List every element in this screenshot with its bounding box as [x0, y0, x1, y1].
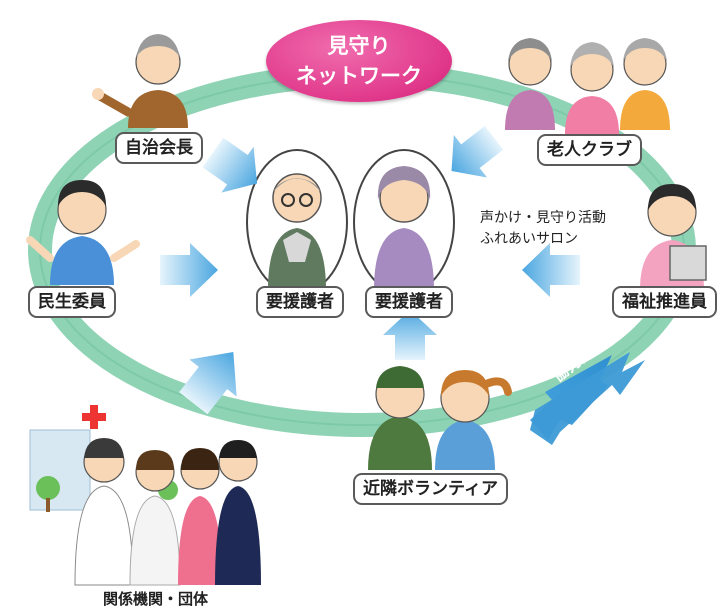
arrow-from-minsei [160, 243, 218, 297]
rojin-club-group [505, 38, 670, 134]
label-jichikaicho: 自治会長 [115, 132, 203, 164]
arrow-from-fukushi [522, 243, 580, 297]
label-kinrin: 近隣ボランティア [353, 473, 508, 505]
jichikaicho-person [92, 34, 188, 128]
label-youengo-2: 要援護者 [365, 286, 453, 318]
fukushi-person [640, 184, 707, 290]
label-rojin-club: 老人クラブ [537, 134, 642, 166]
activity-note: 声かけ・見守り活動 ふれあいサロン [480, 208, 606, 250]
arrow-from-kankei [179, 351, 237, 415]
activity-note-line1: 声かけ・見守り活動 [480, 210, 606, 226]
arrow-from-rojin-club [451, 125, 504, 178]
arrow-from-jichikaicho [202, 137, 258, 193]
activity-note-line2: ふれあいサロン [480, 231, 578, 247]
kinrin-volunteers [368, 366, 512, 470]
network-title-line2: ネットワーク [296, 64, 422, 88]
label-fukushi: 福祉推進員 [612, 286, 717, 318]
cooperation-arrow [530, 352, 645, 445]
label-minsei-iin: 民生委員 [28, 286, 116, 318]
youengo-person-1 [246, 149, 348, 295]
network-title-line1: 見守り [327, 34, 391, 58]
minsei-iin-person [26, 180, 140, 285]
arrow-from-kinrin [383, 310, 437, 360]
kankei-group [29, 405, 261, 586]
youengo-person-2 [353, 149, 455, 295]
label-kankei: 関係機関・団体 [103, 590, 209, 608]
network-title: 見守り ネットワーク [266, 20, 452, 102]
label-youengo-1: 要援護者 [256, 286, 344, 318]
